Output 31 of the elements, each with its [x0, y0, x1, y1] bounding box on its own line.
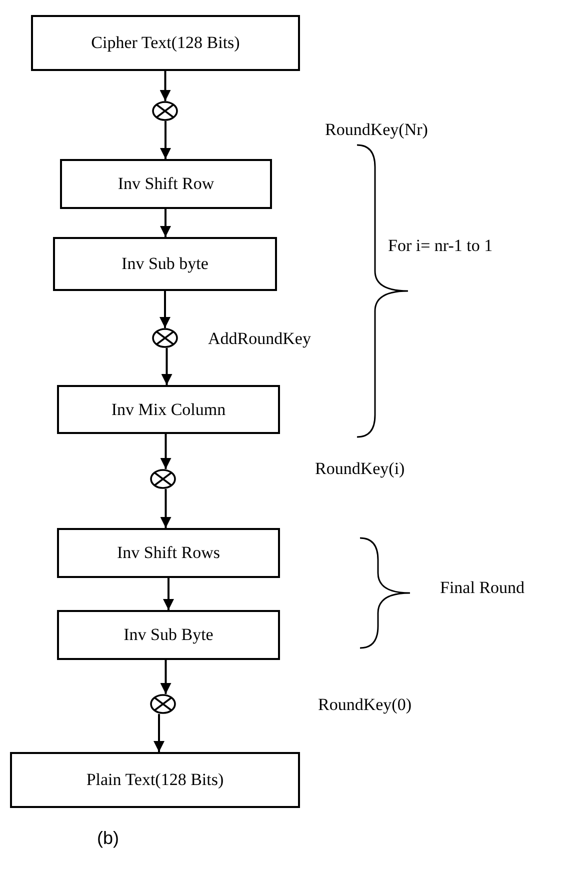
box-label: Inv Shift Row	[118, 174, 214, 194]
diagram-label: Final Round	[440, 578, 525, 598]
box-label: Cipher Text(128 Bits)	[91, 33, 240, 53]
arrow	[163, 578, 174, 610]
arrow	[154, 714, 164, 752]
arrow	[160, 434, 172, 469]
process-box	[57, 528, 280, 578]
arrow	[160, 209, 171, 237]
diagram-label: RoundKey(i)	[315, 459, 405, 479]
box-label: Inv Shift Rows	[117, 543, 220, 563]
box-label: Inv Mix Column	[111, 400, 226, 420]
box-label: Inv Sub Byte	[124, 625, 214, 645]
process-box	[60, 159, 272, 209]
box-label: Plain Text(128 Bits)	[86, 770, 224, 790]
diagram-label: RoundKey(Nr)	[325, 120, 428, 140]
diagram-label: For i= nr-1 to 1	[388, 236, 493, 256]
process-box	[31, 15, 300, 71]
process-box	[57, 610, 280, 660]
diagram-label: RoundKey(0)	[318, 695, 412, 715]
arrow	[160, 121, 171, 159]
box-label: Inv Sub byte	[122, 254, 208, 274]
arrow	[160, 291, 170, 328]
process-box	[10, 752, 300, 808]
caption: (b)	[97, 828, 119, 849]
arrow	[160, 489, 172, 528]
process-box	[53, 237, 277, 291]
arrow	[160, 71, 171, 101]
process-box	[57, 385, 280, 434]
arrow	[160, 660, 172, 694]
key-label: AddRoundKey	[208, 329, 311, 349]
arrow	[161, 348, 172, 385]
